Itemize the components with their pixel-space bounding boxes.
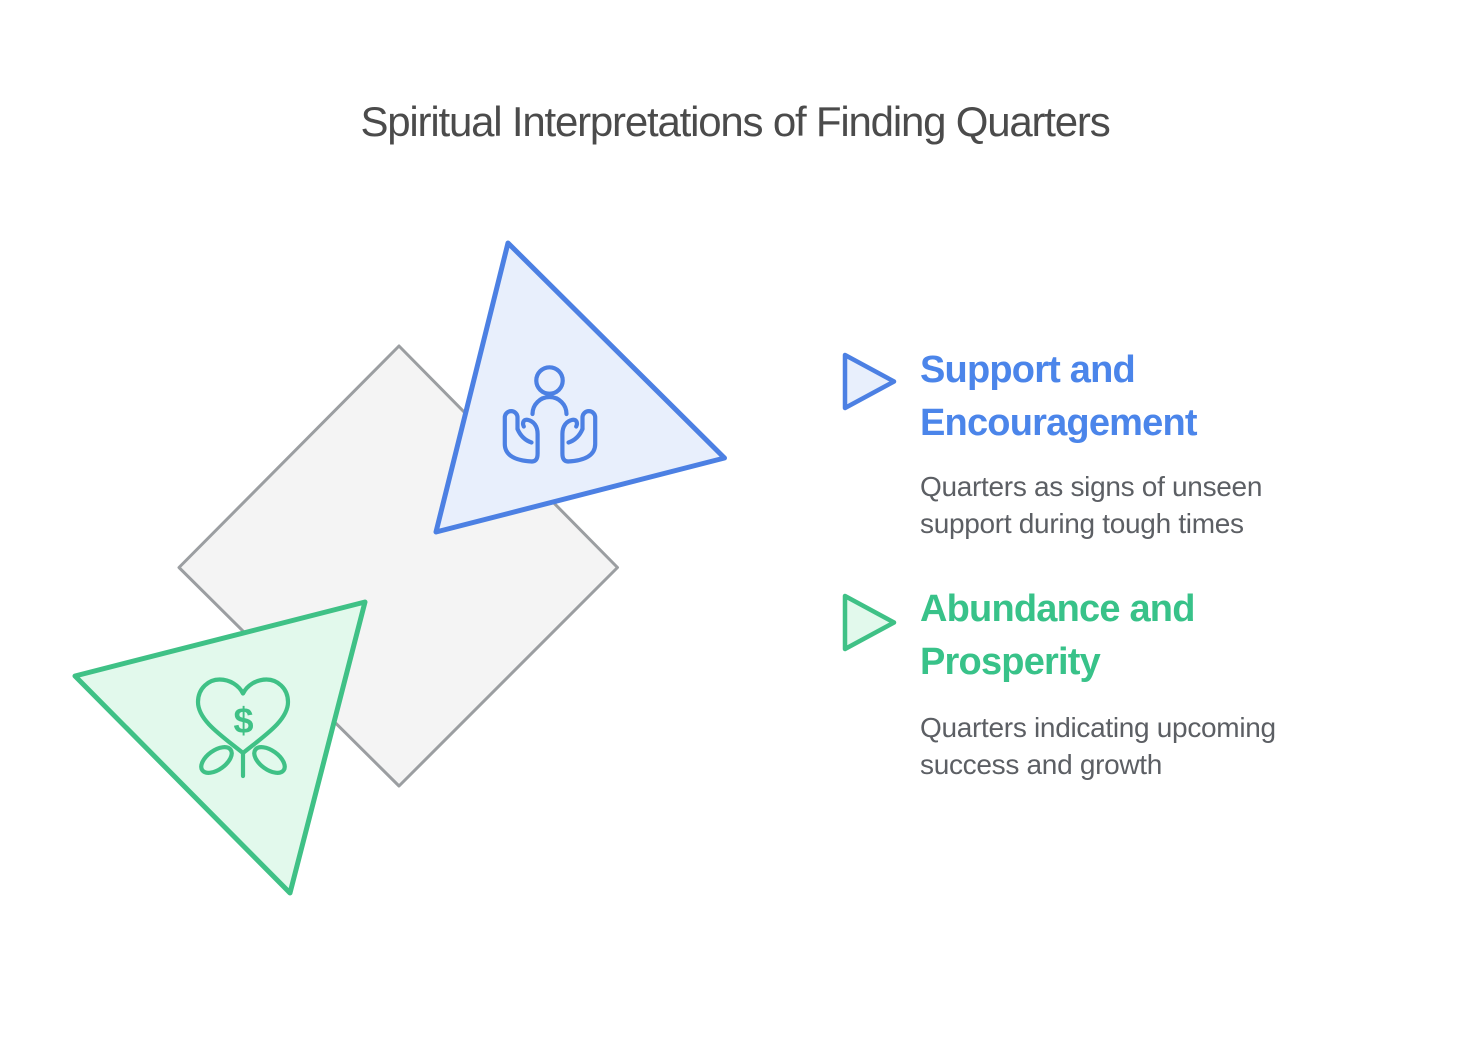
triangle-right-icon bbox=[842, 352, 897, 411]
dollar-sign-glyph: $ bbox=[233, 700, 253, 741]
page-title: Spiritual Interpretations of Finding Qua… bbox=[360, 98, 1110, 145]
money-heart-plant-icon: $ bbox=[195, 677, 291, 779]
person-head bbox=[534, 365, 565, 396]
section-heading-support: Support and Encouragement bbox=[920, 344, 1350, 450]
body-line: Quarters as signs of unseen bbox=[920, 471, 1263, 502]
support-triangle-shape bbox=[433, 240, 727, 535]
section-body-support: Quarters as signs of unseen support duri… bbox=[920, 468, 1360, 542]
heading-line: Prosperity bbox=[920, 641, 1101, 683]
body-line: support during tough times bbox=[920, 508, 1244, 539]
body-line: success and growth bbox=[920, 749, 1163, 780]
right-hand bbox=[560, 409, 598, 464]
heading-line: Encouragement bbox=[920, 402, 1198, 444]
right-leaf bbox=[252, 745, 287, 775]
person-in-hands-icon bbox=[502, 365, 598, 464]
body-line: Quarters indicating upcoming bbox=[920, 712, 1276, 743]
heading-line: Abundance and bbox=[920, 588, 1195, 630]
left-leaf bbox=[199, 745, 234, 775]
left-hand bbox=[502, 409, 540, 464]
person-shoulders bbox=[530, 394, 569, 417]
section-heading-abundance: Abundance and Prosperity bbox=[920, 583, 1350, 689]
section-body-abundance: Quarters indicating upcoming success and… bbox=[920, 709, 1360, 783]
heading-line: Support and bbox=[920, 349, 1136, 391]
triangle-right-icon bbox=[842, 593, 897, 652]
heart-outline bbox=[195, 677, 291, 756]
